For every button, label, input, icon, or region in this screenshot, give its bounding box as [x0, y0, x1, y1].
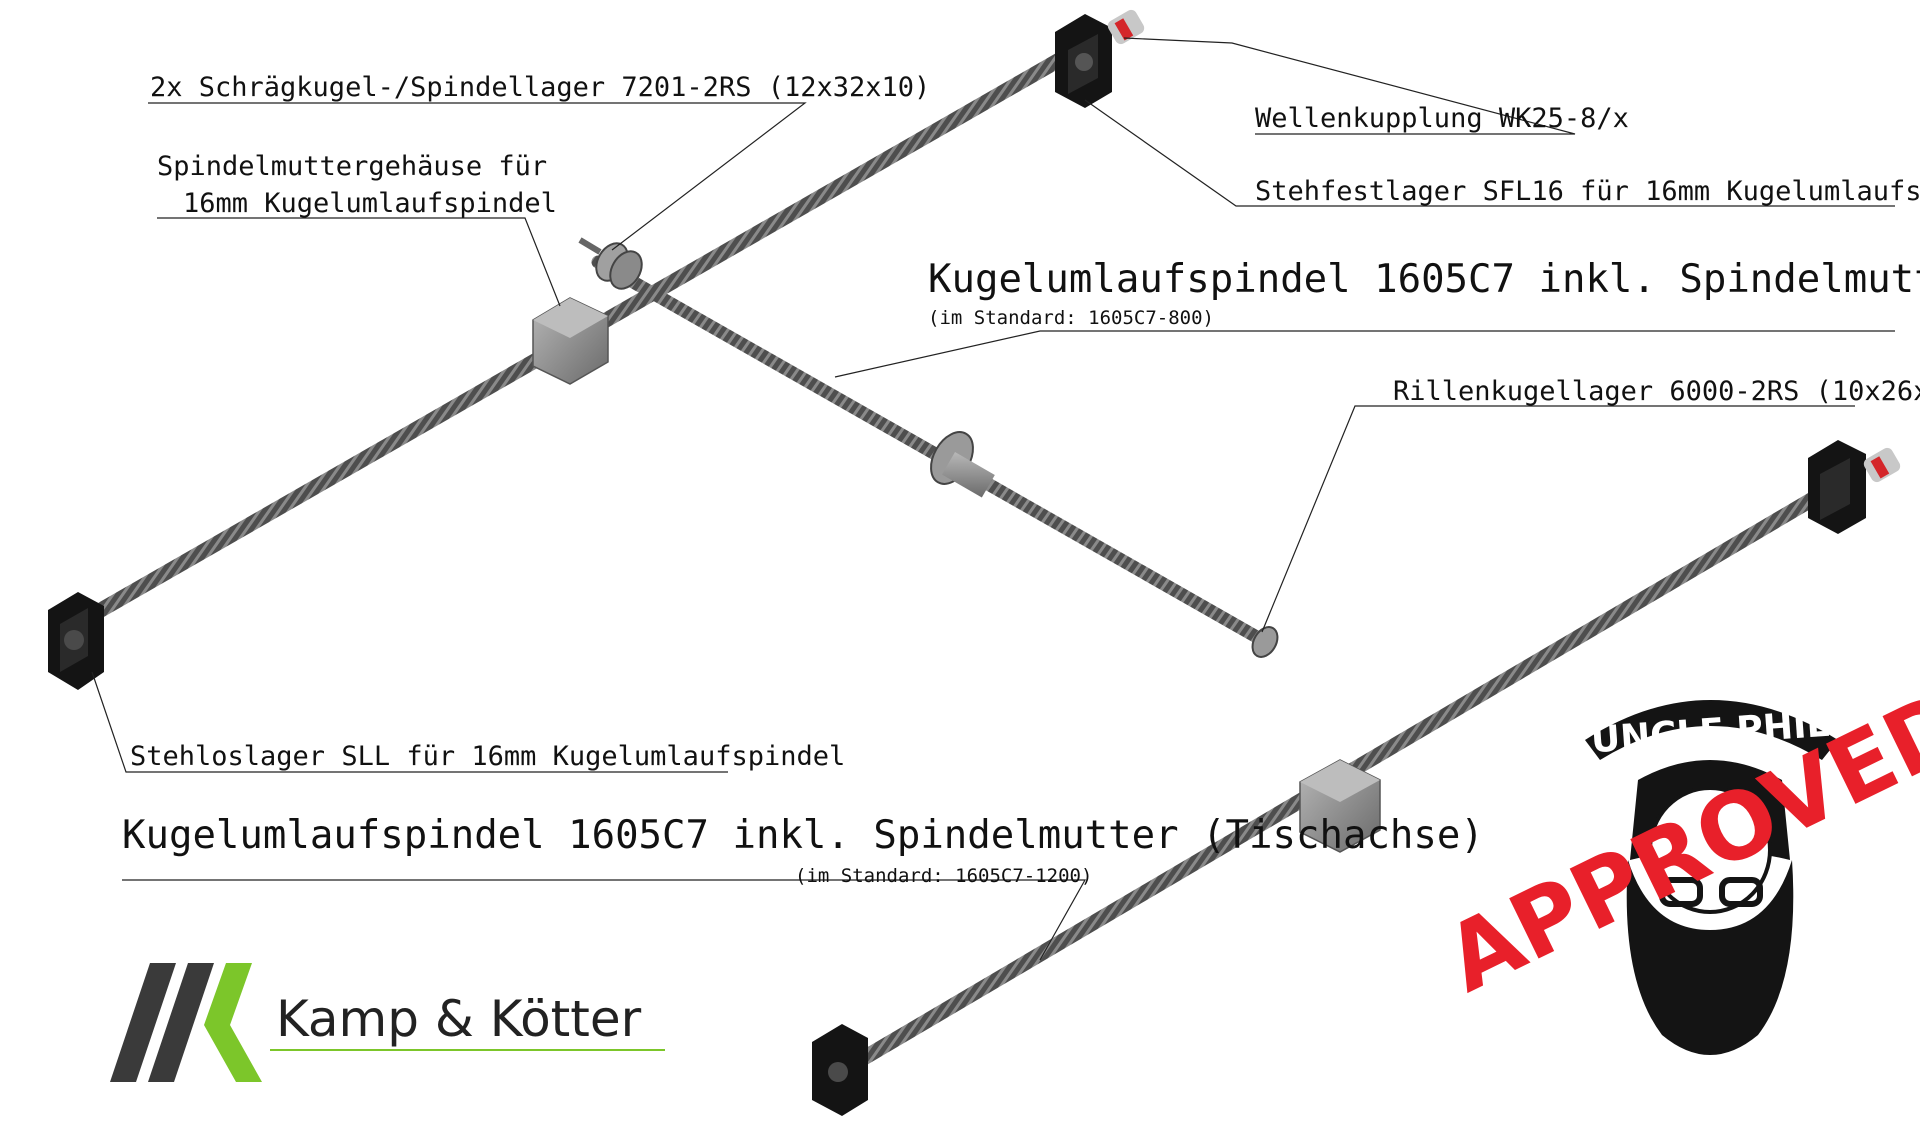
- label-portal-spindle-standard: (im Standard: 1605C7-800): [928, 307, 1214, 329]
- logo-k-mark: [204, 963, 262, 1082]
- leader-table-spindle: [122, 879, 1087, 961]
- leader-portal-spindle: [834, 330, 1895, 378]
- fixed-bearing-block-top: [1055, 14, 1112, 108]
- leader-loose-bearing: [91, 671, 728, 773]
- label-table-spindle-standard: (im Standard: 1605C7-1200): [795, 865, 1092, 887]
- deep-groove-bearing: [1251, 626, 1279, 658]
- label-portal-spindle: Kugelumlaufspindel 1605C7 inkl. Spindelm…: [928, 257, 1920, 302]
- label-fixed-bearing: Stehfestlager SFL16 für 16mm Kugelumlauf…: [1255, 176, 1920, 207]
- kamp-koetter-logo: Kamp & Kötter: [110, 963, 665, 1082]
- loose-bearing-block-left: [48, 592, 104, 690]
- label-deep-groove-bearing: Rillenkugellager 6000-2RS (10x26x8): [1393, 376, 1920, 407]
- angular-bearing-pair: [578, 237, 643, 290]
- spindle-nut-portal: [930, 431, 995, 498]
- label-angular-bearing: 2x Schrägkugel-/Spindellager 7201-2RS (1…: [150, 72, 930, 103]
- leader-deep-groove: [1261, 405, 1855, 633]
- nut-housing-y: [532, 297, 609, 385]
- logo-bar-2: [148, 963, 214, 1082]
- uncle-phil-approved-stamp: UNCLE PHIL APPROVED: [1430, 670, 1920, 1055]
- logo-text: Kamp & Kötter: [276, 990, 642, 1048]
- leader-angular-bearing: [148, 102, 807, 251]
- spindle-portal: [591, 255, 1269, 647]
- coupling-top: [1107, 9, 1145, 45]
- label-table-spindle: Kugelumlaufspindel 1605C7 inkl. Spindelm…: [122, 813, 1484, 858]
- loose-bearing-block-bottom: [812, 1024, 868, 1116]
- label-coupling: Wellenkupplung WK25-8/x: [1255, 103, 1629, 134]
- fixed-bearing-block-right: [1808, 440, 1866, 534]
- coupling-right: [1863, 447, 1901, 483]
- bearded-face-icon: [1626, 760, 1794, 1055]
- label-loose-bearing: Stehloslager SLL für 16mm Kugelumlaufspi…: [130, 741, 845, 772]
- leader-fixed-bearing: [1084, 99, 1895, 207]
- label-nut-housing-line2: 16mm Kugelumlaufspindel: [183, 188, 557, 219]
- leader-nut-housing: [157, 217, 561, 307]
- nut-housing-table: [1299, 759, 1381, 853]
- leader-coupling: [1123, 37, 1576, 135]
- logo-bar-1: [110, 963, 176, 1082]
- label-nut-housing-line1: Spindelmuttergehäuse für: [157, 151, 547, 182]
